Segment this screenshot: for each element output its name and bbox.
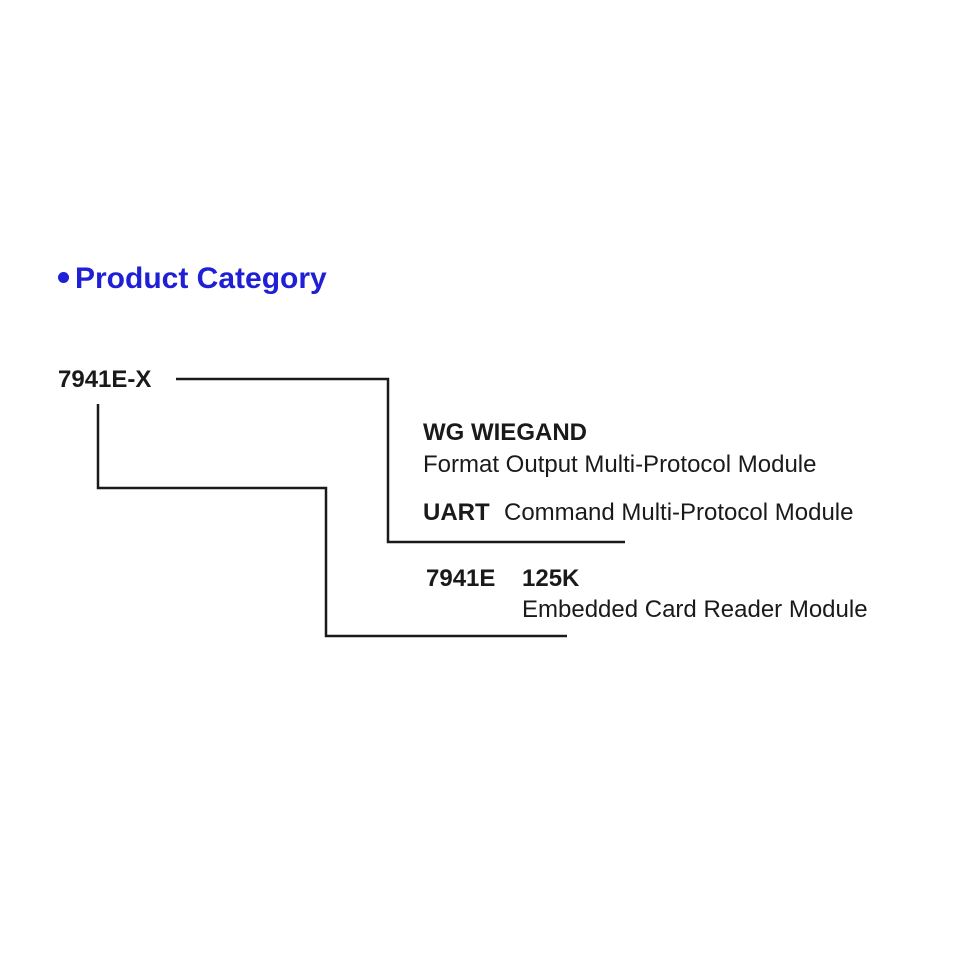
protocol-connector — [176, 377, 625, 544]
frequency-label: 125K — [522, 565, 580, 592]
frequency-connector — [96, 404, 567, 638]
uart-label: UART — [423, 499, 490, 526]
frequency-description: Embedded Card Reader Module — [522, 596, 868, 623]
wg-description: Format Output Multi-Protocol Module — [423, 451, 817, 478]
uart-description: Command Multi-Protocol Module — [504, 499, 854, 526]
root-code-label: 7941E-X — [58, 366, 152, 393]
wg-label: WG WIEGAND — [423, 419, 587, 446]
model-label: 7941E — [426, 565, 496, 592]
bullet-icon — [58, 271, 69, 283]
heading-title: Product Category — [75, 262, 327, 295]
product-category-heading: Product Category — [58, 262, 327, 296]
